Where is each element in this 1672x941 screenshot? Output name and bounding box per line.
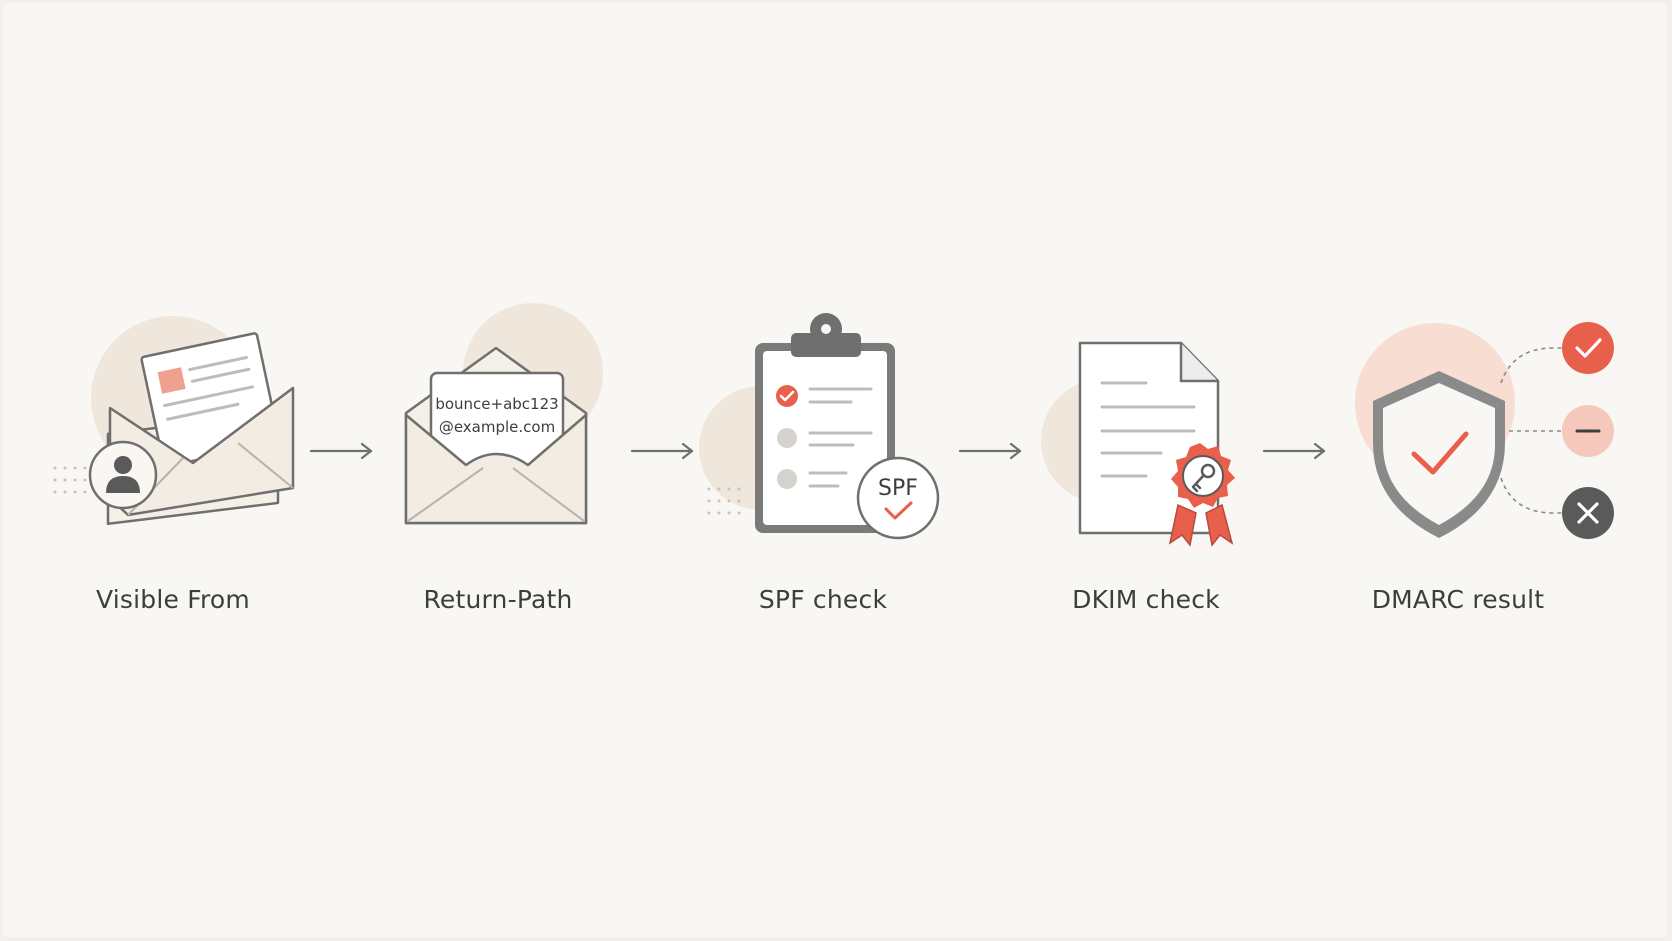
email-auth-flow: Visible From bounce+abc123 @example.com … bbox=[3, 3, 1667, 937]
arrow-right-icon bbox=[630, 442, 694, 460]
document-seal-key-icon bbox=[1041, 341, 1235, 547]
step-label: Visible From bbox=[96, 585, 250, 614]
step-spf-check: SPF SPF check bbox=[683, 3, 963, 643]
neutral-icon bbox=[1562, 405, 1614, 457]
shield-check-icon bbox=[1355, 322, 1614, 539]
step-label: DMARC result bbox=[1371, 585, 1545, 614]
clipboard-checklist-icon: SPF bbox=[699, 313, 940, 540]
step-dkim-check: DKIM check bbox=[1006, 3, 1286, 643]
spf-badge-text: SPF bbox=[878, 476, 918, 501]
step-return-path: bounce+abc123 @example.com Return-Path bbox=[358, 3, 638, 643]
arrow-right-icon bbox=[309, 442, 373, 460]
fail-icon bbox=[1562, 487, 1614, 539]
arrow-right-icon bbox=[958, 442, 1022, 460]
arrow-right-icon bbox=[1262, 442, 1326, 460]
check-icon bbox=[884, 501, 913, 520]
step-label: SPF check bbox=[758, 585, 888, 614]
step-label: DKIM check bbox=[1072, 585, 1220, 614]
step-dmarc-result: DMARC result bbox=[1323, 3, 1653, 643]
pass-icon bbox=[1562, 322, 1614, 374]
return-path-domain: @example.com bbox=[439, 418, 555, 436]
step-visible-from: Visible From bbox=[33, 3, 313, 643]
envelope-user-icon bbox=[53, 316, 295, 526]
return-path-local-part: bounce+abc123 bbox=[435, 395, 558, 413]
envelope-letter-icon: bounce+abc123 @example.com bbox=[404, 303, 603, 525]
check-icon bbox=[1411, 431, 1469, 475]
step-label: Return-Path bbox=[423, 585, 573, 614]
diagram-canvas: Visible From bounce+abc123 @example.com … bbox=[3, 3, 1667, 937]
